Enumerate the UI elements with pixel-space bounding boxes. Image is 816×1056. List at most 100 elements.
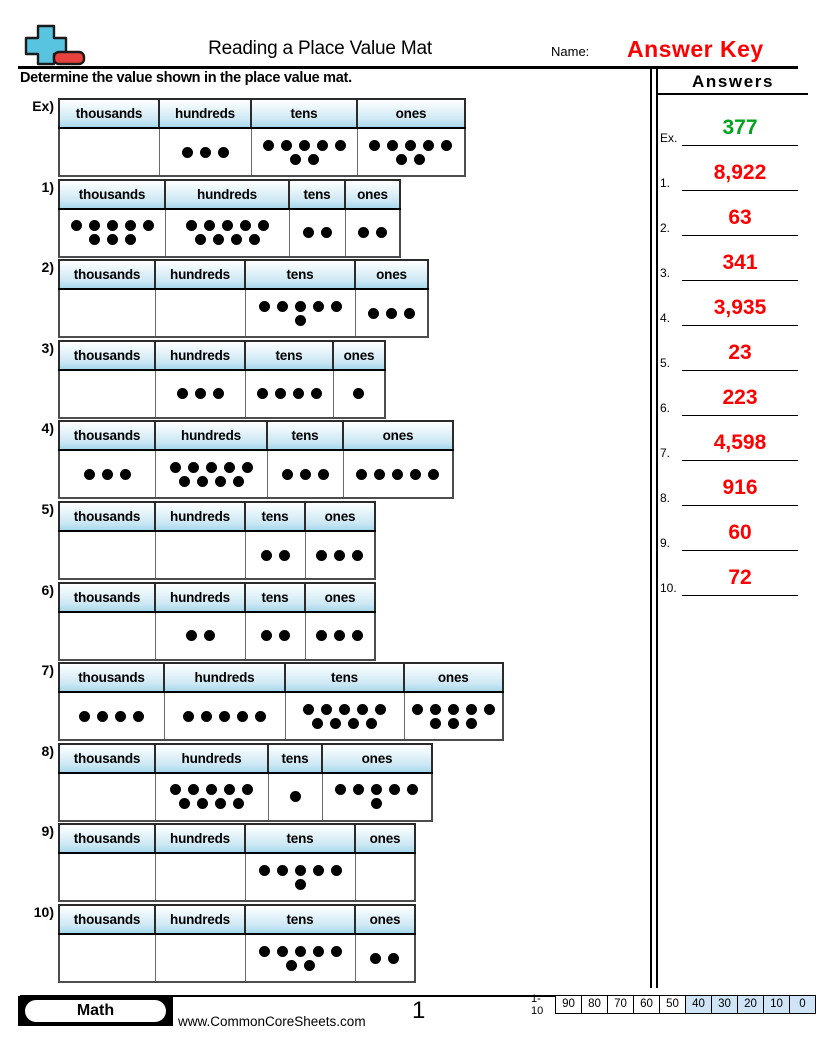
mat-column-header-tens: tens (244, 339, 334, 371)
answer-blank[interactable]: 72 (682, 563, 798, 596)
answer-blank[interactable]: 223 (682, 383, 798, 416)
answer-number: 10. (660, 581, 677, 595)
mat-cell-ones[interactable] (304, 530, 376, 580)
mat-cell-hundreds[interactable] (158, 127, 252, 177)
mat-cell-thousands[interactable] (58, 288, 156, 338)
mat-cell-thousands[interactable] (58, 369, 156, 419)
mat-cell-ones[interactable] (321, 772, 433, 822)
subject-badge: Math (18, 996, 173, 1026)
mat-cell-thousands[interactable] (58, 691, 165, 741)
answer-row: 8.916 (658, 466, 808, 506)
place-value-dot (366, 717, 377, 729)
mat-cell-ones[interactable] (342, 449, 454, 499)
place-value-dot (88, 234, 100, 246)
dot-row (370, 952, 400, 964)
dot-row (411, 703, 495, 715)
page-title: Reading a Place Value Mat (208, 38, 432, 59)
mat-column-header-hundreds: hundreds (158, 98, 252, 129)
dot-group (286, 693, 404, 739)
place-value-dot (441, 139, 453, 151)
mat-cell-tens[interactable] (244, 369, 334, 419)
answer-number: 9. (660, 536, 671, 550)
answer-number: 1. (660, 176, 671, 190)
mat-cell-tens[interactable] (244, 852, 356, 902)
place-value-dot (312, 945, 324, 957)
mat-cell-hundreds[interactable] (163, 691, 286, 741)
answer-blank[interactable]: 60 (682, 518, 798, 551)
answer-row: 2.63 (658, 196, 808, 236)
mat-cell-ones[interactable] (354, 288, 429, 338)
mat-cell-hundreds[interactable] (154, 288, 246, 338)
mat-cell-hundreds[interactable] (154, 369, 246, 419)
mat-cell-tens[interactable] (244, 530, 306, 580)
mat-column-header-hundreds: hundreds (154, 339, 246, 371)
mat-cell-thousands[interactable] (58, 933, 156, 983)
mat-cell-thousands[interactable] (58, 852, 156, 902)
place-value-dot (230, 234, 242, 246)
mat-cell-tens[interactable] (244, 611, 306, 661)
dot-row (179, 798, 244, 810)
dot-group (344, 451, 453, 497)
mat-cell-thousands[interactable] (58, 449, 156, 499)
mat-cell-hundreds[interactable] (154, 933, 246, 983)
mat-cell-ones[interactable] (403, 691, 503, 741)
mat-cell-ones[interactable] (354, 933, 416, 983)
place-value-dot (330, 945, 342, 957)
mat-cell-tens[interactable] (288, 208, 346, 258)
answer-value: 3,935 (713, 296, 767, 319)
mat-column-header-ones: ones (342, 420, 454, 452)
mat-cell-thousands[interactable] (58, 611, 156, 661)
mat-cell-tens[interactable] (250, 127, 358, 177)
place-value-dot (423, 139, 435, 151)
answer-blank[interactable]: 23 (682, 338, 798, 371)
place-value-dot (339, 703, 350, 715)
mat-cell-ones[interactable] (356, 127, 466, 177)
dot-group (60, 935, 155, 981)
mat-cell-hundreds[interactable] (154, 449, 268, 499)
mat-cell-hundreds[interactable] (154, 772, 269, 822)
place-value-dot (312, 717, 323, 729)
mat-cell-hundreds[interactable] (154, 611, 246, 661)
mat-cell-tens[interactable] (244, 288, 356, 338)
vertical-divider-left (650, 66, 652, 988)
answer-blank[interactable]: 341 (682, 248, 798, 281)
mat-cell-tens[interactable] (284, 691, 405, 741)
answer-row: 9.60 (658, 511, 808, 551)
mat-cell-hundreds[interactable] (164, 208, 290, 258)
mat-cell-tens[interactable] (266, 449, 344, 499)
page-header: Reading a Place Value Mat Name: Answer K… (0, 0, 816, 69)
answer-blank[interactable]: 377 (682, 113, 798, 146)
mat-cell-ones[interactable] (354, 852, 416, 902)
mat-cell-tens[interactable] (267, 772, 323, 822)
mat-cell-thousands[interactable] (58, 208, 166, 258)
answer-blank[interactable]: 4,598 (682, 428, 798, 461)
mat-cell-thousands[interactable] (58, 127, 160, 177)
mat-cell-hundreds[interactable] (154, 852, 246, 902)
place-value-dot (179, 798, 190, 810)
mat-column-header-tens: tens (288, 178, 346, 210)
answer-blank[interactable]: 63 (682, 203, 798, 236)
answer-blank[interactable]: 3,935 (682, 293, 798, 326)
answers-title: Answers (658, 72, 808, 95)
mat-cell-hundreds[interactable] (154, 530, 246, 580)
mat-column-header-tens: tens (250, 98, 358, 129)
mat-column-header-ones: ones (321, 742, 433, 774)
dot-row (258, 945, 342, 957)
mat-cell-tens[interactable] (244, 933, 356, 983)
place-value-dot (312, 300, 324, 312)
answer-value: 60 (728, 521, 752, 544)
mat-cell-ones[interactable] (332, 369, 386, 419)
dot-group (346, 210, 400, 256)
mat-cell-thousands[interactable] (58, 530, 156, 580)
mat-cell-ones[interactable] (344, 208, 401, 258)
answer-blank[interactable]: 916 (682, 473, 798, 506)
mat-cell-thousands[interactable] (58, 772, 156, 822)
answer-blank[interactable]: 8,922 (682, 158, 798, 191)
place-value-dot (223, 461, 235, 473)
mat-column-header-hundreds: hundreds (154, 420, 268, 452)
mat-cell-ones[interactable] (304, 611, 376, 661)
